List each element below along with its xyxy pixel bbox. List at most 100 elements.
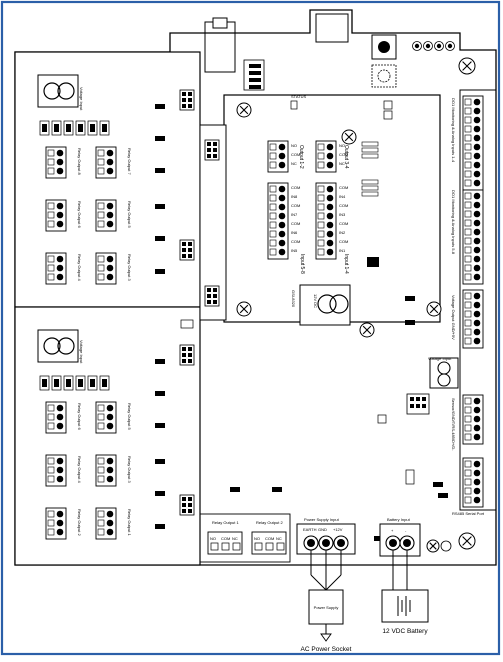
led-indicator — [438, 493, 448, 498]
screw-icon — [426, 301, 442, 317]
center-status-label: STATUS — [291, 94, 307, 99]
battery-input-terminal: +- — [379, 523, 421, 557]
terminal-block — [315, 140, 337, 173]
terminal-block — [45, 146, 67, 179]
connector-icon — [179, 494, 195, 516]
chip-icon — [367, 257, 379, 267]
connector-icon — [204, 139, 220, 161]
voltage-input-terminal — [429, 357, 459, 389]
screw-icon — [236, 102, 252, 118]
relay-output-label: Relay Output 2 — [77, 509, 82, 536]
right-label-a: DO1 Monitoring & Analog Inputs 1-4 — [451, 98, 456, 163]
screw-icon — [341, 129, 357, 145]
battery-box — [381, 589, 429, 623]
left-module-bottom: Voltage Input — [14, 306, 201, 566]
input-1-4-label: Input 1-4 — [343, 254, 349, 274]
relay-output-label: Relay Output 5 — [127, 403, 132, 430]
right-label-f: RS485 Serial Port — [452, 511, 485, 516]
right-label-d: Voltage Input — [428, 356, 452, 361]
left-top-voltage-input-label: Voltage Input — [79, 87, 84, 111]
pin-label: GND — [318, 527, 327, 532]
terminal-block — [315, 182, 337, 260]
terminal-block — [267, 140, 289, 173]
pin-label: - — [405, 528, 407, 533]
jumper-icon — [361, 141, 379, 147]
pin-label: EARTH — [303, 527, 317, 532]
pin-label: COM — [221, 536, 230, 541]
fuse-icon — [405, 469, 415, 485]
pin-label: + — [391, 528, 394, 533]
pin-label: IN3 — [339, 212, 346, 217]
top-controls — [204, 13, 455, 91]
pin-label: IN4 — [339, 194, 346, 199]
terminal-block — [45, 252, 67, 285]
relay-output-label: Relay Output 7 — [127, 148, 132, 175]
pin-label: NO — [254, 536, 260, 541]
terminal-block — [95, 252, 117, 285]
relay-outputs-frame — [199, 513, 291, 563]
connector-icon — [406, 393, 430, 415]
led-icon — [440, 540, 452, 552]
left-bottom-voltage-input-label: Voltage Input — [79, 340, 84, 364]
center-side-label: GSI-8320 — [291, 290, 296, 308]
led-indicator — [405, 320, 415, 325]
led-indicator — [155, 491, 165, 496]
pin-label: COM — [291, 152, 300, 157]
jumper-icon — [361, 147, 379, 153]
switch-icon — [383, 110, 393, 120]
switch-icon — [377, 414, 387, 424]
pin-label: COM — [339, 185, 348, 190]
pin-label: NO — [291, 143, 297, 148]
connector-icon — [204, 285, 220, 307]
arrow-down-icon — [320, 633, 332, 642]
screw-icon — [236, 301, 252, 317]
power-supply-box — [308, 589, 344, 625]
right-label-e: Sensor/GND/T/RS-485/D+/D- — [451, 398, 456, 451]
led-indicator — [374, 536, 384, 541]
bottom-terminals: Relay Output 1 Relay Output 2 Power Supp… — [199, 513, 452, 563]
led-indicator — [155, 136, 165, 141]
relay-output-label: Relay Output 4 — [77, 254, 82, 281]
terminal-block — [95, 507, 117, 540]
terminal-block — [45, 454, 67, 487]
led-icon — [434, 41, 444, 51]
pin-label: NC — [232, 536, 238, 541]
terminal-block — [267, 182, 289, 260]
terminal-block — [45, 199, 67, 232]
jumper-icon — [361, 153, 379, 159]
led-indicator — [155, 168, 165, 173]
led-indicator — [272, 487, 282, 492]
pin-label: NO — [210, 536, 216, 541]
status-led — [290, 100, 298, 110]
pin-label: IN1 — [339, 248, 346, 253]
led-indicator — [155, 104, 165, 109]
terminal-block — [462, 457, 484, 508]
led-indicator — [155, 459, 165, 464]
led-indicator — [433, 482, 443, 487]
relay-output-1-label: Relay Output 1 — [212, 520, 239, 525]
led-icon — [423, 41, 433, 51]
relay-output-label: Relay Output 5 — [127, 201, 132, 228]
terminal-block — [95, 146, 117, 179]
terminal-block — [462, 95, 484, 191]
switch-icon — [383, 100, 393, 110]
left-module-top: Voltage Input — [14, 51, 201, 308]
pin-label: IN6 — [291, 230, 298, 235]
pin-label: COM — [291, 185, 300, 190]
terminal-block — [95, 199, 117, 232]
right-label-c: Voltage Output GND/+5V — [451, 295, 456, 340]
pin-label: +12V — [333, 527, 343, 532]
board-outline — [14, 9, 497, 566]
screw-icon — [458, 532, 476, 550]
external-devices: Power Supply AC Power Socket 12 VDC Batt… — [301, 550, 429, 653]
screw-icon — [426, 539, 440, 553]
pin-label: NO — [339, 143, 345, 148]
switch-icon — [180, 319, 194, 329]
terminal-block — [462, 289, 484, 349]
pin-label: NC — [339, 161, 345, 166]
pin-label: COM — [291, 239, 300, 244]
